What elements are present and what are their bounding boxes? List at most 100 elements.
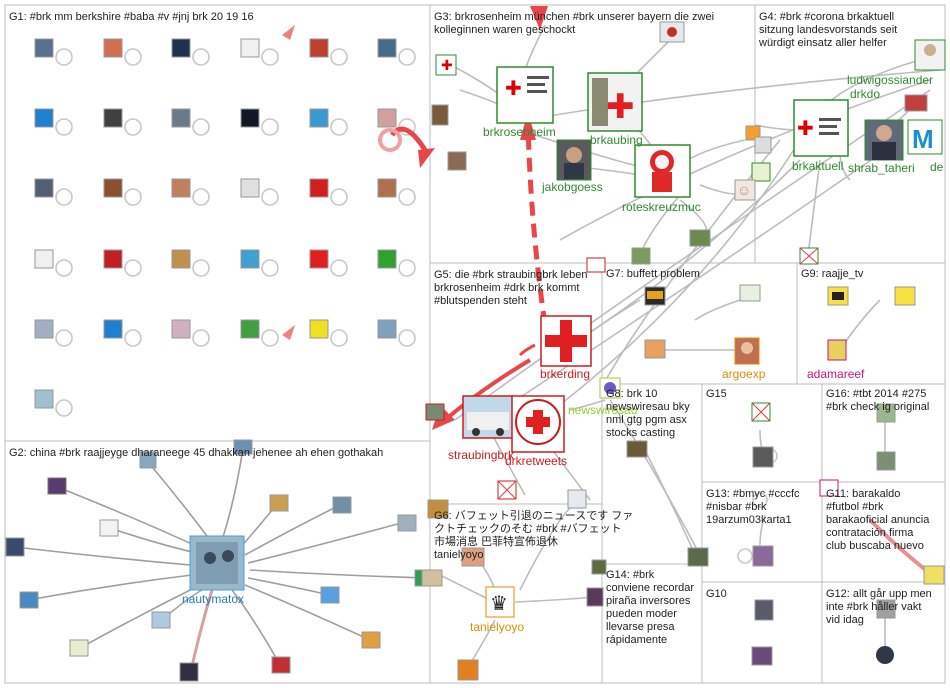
group-label-g8-line-2: nml gtg pgm asx [606,414,687,426]
label-drkdo: drkdo [850,87,880,101]
user-node[interactable] [377,319,397,339]
group-label-g12-line-1: inte #brk håller vakt [826,601,921,613]
user-node[interactable] [34,108,54,128]
label-drkretweets: drkretweets [505,454,567,468]
svg-text:✚: ✚ [505,78,522,100]
user-node[interactable] [309,38,329,58]
self-loop [261,118,279,136]
group-label-g15-line-0: G15 [706,388,727,400]
group-label-g13-line-0: G13: #bmyc #cccfc [706,488,800,500]
red-edges [432,6,934,577]
g2-nodes [5,439,434,682]
group-label-g11-line-3: contratación firma [826,527,914,539]
group-box-g10 [701,581,823,684]
self-loop [192,118,210,136]
user-node[interactable] [171,38,191,58]
group-label-g14-line-5: rápidamente [606,634,667,646]
de-node [907,119,943,155]
user-node[interactable] [171,249,191,269]
group-label-g5-line-1: brkrosenheim #drk brk kommt [434,282,580,294]
user-node[interactable] [309,108,329,128]
self-loop [737,548,753,564]
group-label-g11-line-0: G11: barakaldo [826,488,900,500]
self-loop [124,188,142,206]
svg-text:M: M [912,124,934,154]
self-loop [192,329,210,347]
group-label-g6-line-3: tanielyoyo [434,549,484,561]
user-node[interactable] [103,249,123,269]
group-label-g14-line-3: pueden moder [606,608,677,620]
g6-nodes: ♛ [421,499,604,681]
group-label-g1-line-0: G1: #brk mm berkshire #baba #v #jnj brk … [9,11,254,23]
user-node[interactable] [103,319,123,339]
label-tanielyoyo: tanielyoyo [470,620,524,634]
self-loop [192,48,210,66]
label-brkerding: brkerding [540,367,590,381]
user-node[interactable] [171,108,191,128]
group-box-g1 [4,4,431,442]
user-node[interactable] [240,249,260,269]
self-loop [398,188,416,206]
user-node[interactable] [103,108,123,128]
group-label-g4-line-0: G4: #brk #corona brkaktuell [759,11,894,23]
label-jakobgoess: jakobgoess [541,180,603,194]
group-label-g5-line-2: #blutspenden steht [434,295,527,307]
group-label-g7-line-0: G7: buffett problem [606,268,700,280]
group-label-g11-line-2: barakaoficial anuncia [826,514,930,526]
group-label-g11-line-4: club buscaba nuevo [826,540,924,552]
user-node[interactable] [240,108,260,128]
self-loop [55,329,73,347]
user-node[interactable] [309,319,329,339]
group-box-g7 [601,262,798,385]
label-ludwigossiander: ludwigossiander [847,73,933,87]
group-box-g5 [429,262,603,505]
self-loop [55,118,73,136]
user-node[interactable] [377,249,397,269]
self-loop [330,48,348,66]
group-label-g14-line-1: conviene recordar [606,582,694,594]
user-node[interactable] [377,38,397,58]
user-node[interactable] [240,38,260,58]
node-labels: nautymatox brkrosenheim brkaubing jakobg… [182,73,944,634]
self-loop [55,259,73,277]
label-brkaktuell: brkaktuell [792,159,843,173]
self-loop [261,259,279,277]
group-label-g12-line-0: G12: allt går upp men [826,588,932,600]
self-loop [330,259,348,277]
user-node[interactable] [103,178,123,198]
user-node[interactable] [240,319,260,339]
group-box-g14 [601,563,703,684]
group-label-g14-line-2: piraña inversores [606,595,691,607]
g1-nodes [34,38,397,409]
user-node[interactable] [309,178,329,198]
user-node[interactable] [34,38,54,58]
group-label-g9-line-0: G9: raajje_tv [801,268,864,280]
self-loop [261,48,279,66]
group-label-g14-line-0: G14: #brk [606,569,655,581]
label-de: de [930,160,944,174]
user-node[interactable] [171,178,191,198]
svg-text:♛: ♛ [490,593,508,615]
self-loop [398,48,416,66]
self-loop [55,399,73,417]
label-straubingbrk: straubingbrk [448,448,515,462]
label-shrab-taheri: shrab_taheri [848,161,915,175]
user-node[interactable] [171,319,191,339]
user-node[interactable] [240,178,260,198]
user-node[interactable] [34,389,54,409]
user-node[interactable] [34,178,54,198]
tanielyoyo-node [485,586,515,618]
group-label-g11-line-1: #futbol #brk [826,501,884,513]
label-roteskreuzmuc: roteskreuzmuc [622,200,701,214]
user-node[interactable] [103,38,123,58]
group-label-g16-line-1: #brk check ig original [826,401,929,413]
user-node[interactable] [377,178,397,198]
user-node[interactable] [34,319,54,339]
user-node[interactable] [309,249,329,269]
svg-text:✚: ✚ [606,88,635,126]
user-node[interactable] [34,249,54,269]
group-box-g9 [796,262,946,385]
user-node[interactable] [377,108,397,128]
group-label-g6-line-2: 市場消息 巴菲特宣佈退休 [434,534,558,548]
